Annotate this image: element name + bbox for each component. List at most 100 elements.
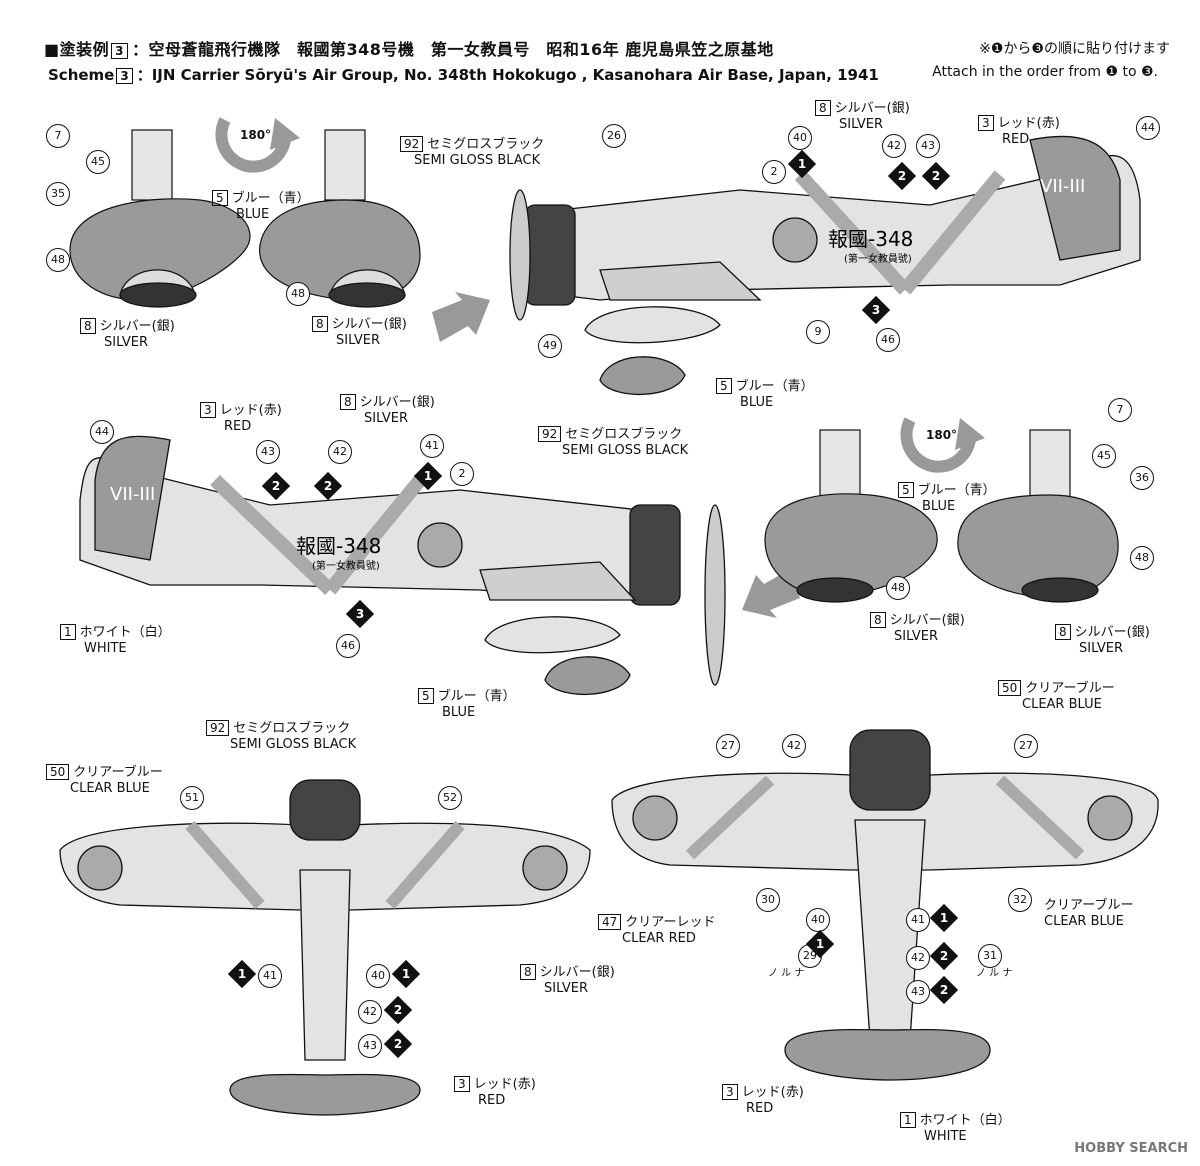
rotate-arrow-icon	[215, 117, 300, 173]
decal-46b: 46	[336, 634, 360, 658]
decal-51: 51	[180, 786, 204, 810]
aircraft-top-view	[59, 779, 591, 1116]
order-mark-1d: 1	[391, 959, 421, 989]
decal-44b: 44	[90, 420, 114, 444]
order-mark-2c: 2	[261, 471, 291, 501]
decal-48c: 48	[886, 576, 910, 600]
decal-27: 27	[716, 734, 740, 758]
wheel-spat-left	[69, 129, 251, 308]
order-mark-2b: 2	[921, 161, 951, 191]
order-mark-2h: 2	[929, 975, 959, 1005]
decal-26: 26	[602, 124, 626, 148]
decal-35: 35	[46, 182, 70, 206]
decal-48d: 48	[1130, 546, 1154, 570]
order-mark-3b: 3	[345, 599, 375, 629]
order-mark-1f: 1	[929, 903, 959, 933]
decal-41b: 41	[258, 964, 282, 988]
decal-27b: 27	[1014, 734, 1038, 758]
decal-40: 40	[788, 126, 812, 150]
rotate-arrow-icon	[900, 417, 985, 473]
fuselage-subtext: (第一女教員號)	[844, 252, 912, 265]
tail-code-2: VII-III	[110, 484, 155, 505]
order-mark-2e: 2	[383, 995, 413, 1025]
decal-2b: 2	[450, 462, 474, 486]
fuselage-text: 報國-348	[828, 227, 913, 251]
order-mark-2g: 2	[929, 941, 959, 971]
decal-42c: 42	[358, 1000, 382, 1024]
decal-43c: 43	[358, 1034, 382, 1058]
arrow-icon	[432, 292, 490, 342]
decal-43: 43	[916, 134, 940, 158]
decal-36: 36	[1130, 466, 1154, 490]
tail-code: VII-III	[1040, 176, 1085, 197]
aircraft-bottom-view	[611, 729, 1159, 1081]
fuselage-subtext-2: (第一女教員號)	[312, 559, 380, 572]
decal-2: 2	[762, 160, 786, 184]
decal-48: 48	[46, 248, 70, 272]
decal-7: 7	[46, 124, 70, 148]
decal-44: 44	[1136, 116, 1160, 140]
decal-48b: 48	[286, 282, 310, 306]
decal-43b: 43	[256, 440, 280, 464]
decal-9: 9	[806, 320, 830, 344]
order-mark-2d: 2	[313, 471, 343, 501]
decal-52: 52	[438, 786, 462, 810]
rotate-label: 180°	[240, 128, 272, 142]
order-mark-1e: 1	[805, 929, 835, 959]
order-mark-1c: 1	[227, 959, 257, 989]
decal-49: 49	[538, 334, 562, 358]
decal-41: 41	[420, 434, 444, 458]
decal-45b: 45	[1092, 444, 1116, 468]
decal-41c: 41	[906, 908, 930, 932]
decal-40c: 40	[806, 908, 830, 932]
decal-43d: 43	[906, 980, 930, 1004]
watermark: HOBBY SEARCH	[1074, 1141, 1188, 1156]
rotate-label-2: 180°	[926, 428, 958, 442]
order-mark-2: 2	[887, 161, 917, 191]
decal-42: 42	[882, 134, 906, 158]
order-mark-2f: 2	[383, 1029, 413, 1059]
aircraft-side-view-1	[509, 135, 1141, 396]
decal-31: 31	[978, 944, 1002, 968]
wheel-spat-right-2	[957, 429, 1119, 603]
decal-40b: 40	[366, 964, 390, 988]
aircraft-side-view-2	[79, 435, 726, 696]
order-note-en: Attach in the order from ❶ to ❸.	[932, 64, 1158, 80]
fuselage-text-2: 報國-348	[296, 534, 381, 558]
decal-30: 30	[756, 888, 780, 912]
wheel-spat-left-2	[764, 429, 938, 603]
small-legend: ノ ル ナ	[768, 968, 805, 979]
order-note-jp: ※❶から❸の順に貼り付けます	[979, 41, 1170, 57]
decal-32: 32	[1008, 888, 1032, 912]
order-mark-1: 1	[787, 149, 817, 179]
order-mark-3: 3	[861, 295, 891, 325]
decal-46: 46	[876, 328, 900, 352]
order-mark-1b: 1	[413, 461, 443, 491]
